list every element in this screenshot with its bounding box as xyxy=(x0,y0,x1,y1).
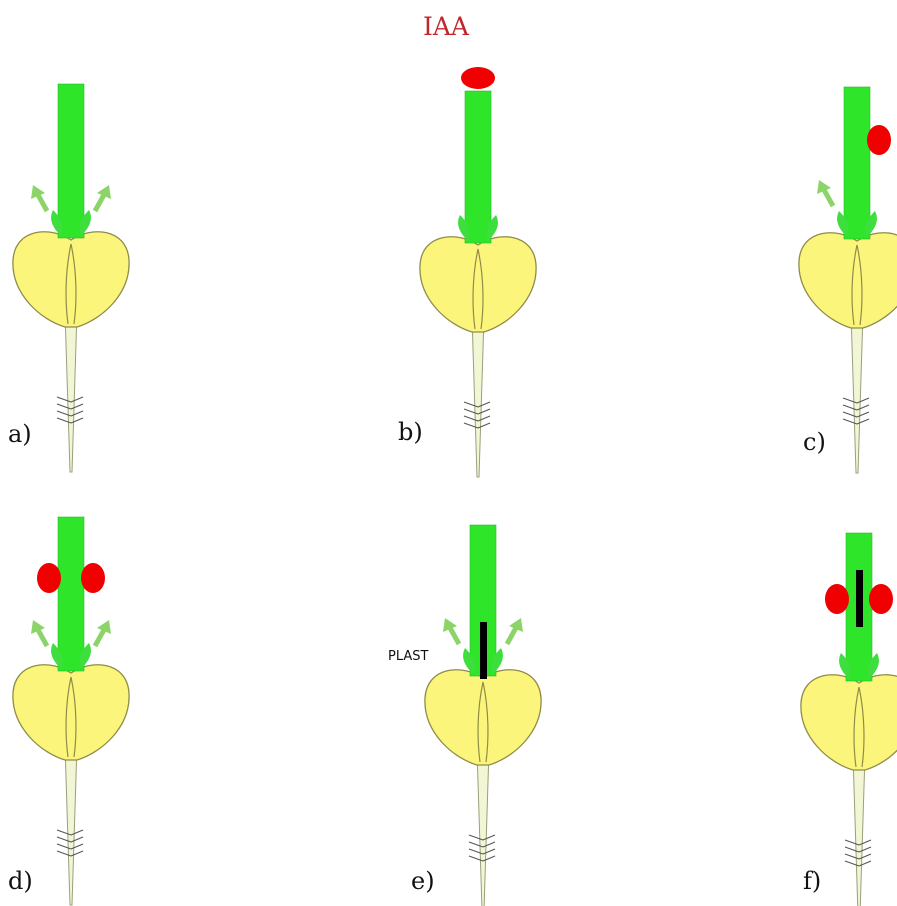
seedling-panel-c xyxy=(798,86,897,474)
iaa-blob-left xyxy=(825,584,849,614)
root xyxy=(476,749,490,906)
seed-seam xyxy=(853,686,865,768)
seed xyxy=(12,664,130,761)
seed xyxy=(424,669,542,766)
growth-arrow-left xyxy=(31,185,50,213)
root xyxy=(471,316,485,478)
root xyxy=(850,312,864,474)
plast-barrier xyxy=(480,622,487,679)
plast-barrier xyxy=(856,570,863,627)
seedling-panel-d xyxy=(12,516,130,906)
iaa-label: IAA xyxy=(423,12,469,41)
panel-label: e) xyxy=(411,867,435,895)
root xyxy=(64,744,78,906)
stem xyxy=(57,516,85,672)
growth-arrow-left xyxy=(31,620,50,648)
growth-arrow-right xyxy=(92,620,111,648)
seed xyxy=(800,674,897,771)
seed-seam xyxy=(472,248,484,330)
leaves xyxy=(839,653,879,679)
seed-seam xyxy=(65,243,77,325)
stem xyxy=(464,90,492,244)
leaves xyxy=(51,210,91,236)
iaa-blob-right xyxy=(869,584,893,614)
leaves xyxy=(463,648,503,674)
root xyxy=(852,754,866,906)
seedling-panel-f xyxy=(800,532,897,906)
seed xyxy=(12,231,130,328)
seed-seam xyxy=(65,676,77,758)
root-hairs xyxy=(56,829,84,857)
seed xyxy=(798,232,897,329)
root-hairs xyxy=(463,401,491,429)
iaa-blob-right xyxy=(81,563,105,593)
seedling-panel-a xyxy=(12,83,130,473)
seedling-panel-b xyxy=(419,67,537,478)
root-hairs xyxy=(842,397,870,425)
stem xyxy=(57,83,85,239)
iaa-blob-left xyxy=(37,563,61,593)
growth-arrow-left xyxy=(817,180,836,208)
seed-seam xyxy=(851,244,863,326)
panel-label: d) xyxy=(8,867,33,895)
iaa-blob-top xyxy=(461,67,495,89)
stem xyxy=(843,86,871,240)
leaves xyxy=(458,215,498,241)
growth-arrow-right xyxy=(504,618,523,646)
root xyxy=(64,311,78,473)
root-hairs xyxy=(844,839,872,867)
leaves xyxy=(51,643,91,669)
panel-label: b) xyxy=(398,418,423,446)
panel-label: c) xyxy=(803,428,826,456)
seed-seam xyxy=(477,681,489,763)
growth-arrow-right xyxy=(92,185,111,213)
panel-label: a) xyxy=(8,420,32,448)
seed xyxy=(419,236,537,333)
growth-arrow-left xyxy=(443,618,462,646)
plast-label: PLAST xyxy=(388,649,429,664)
iaa-blob-right xyxy=(867,125,891,155)
root-hairs xyxy=(56,396,84,424)
leaves xyxy=(837,211,877,237)
panel-label: f) xyxy=(803,867,822,895)
root-hairs xyxy=(468,834,496,862)
seedling-panel-e xyxy=(424,524,542,906)
